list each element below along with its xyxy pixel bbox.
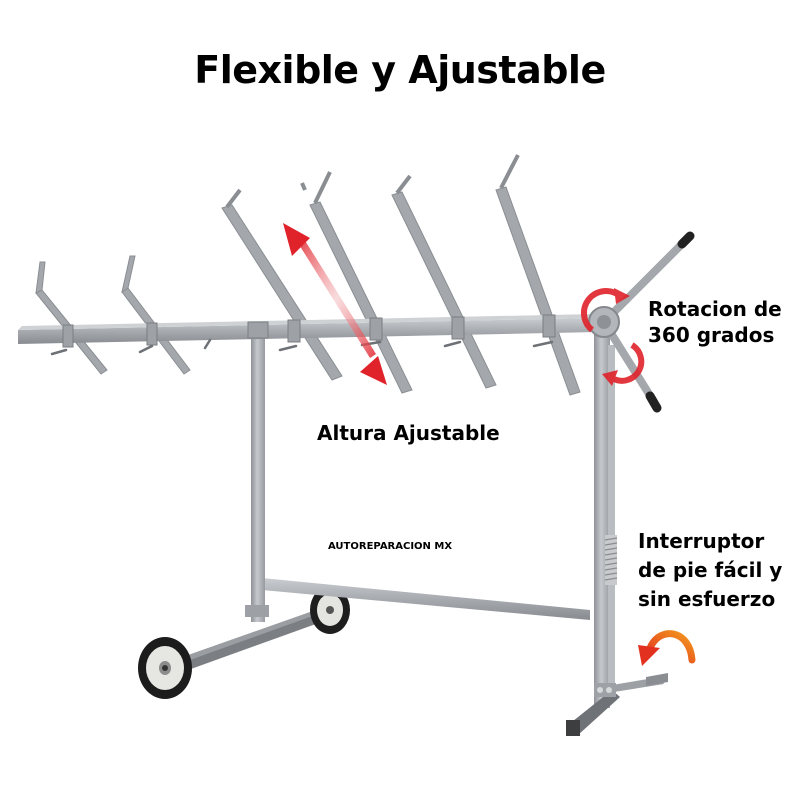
rotation-hub[interactable] xyxy=(588,231,695,413)
wing-nuts[interactable] xyxy=(50,338,554,356)
right-foot xyxy=(566,683,620,736)
right-post xyxy=(594,330,618,708)
rotation-line-2: 360 grados xyxy=(648,323,775,348)
lower-crossbar xyxy=(262,578,590,620)
height-feature-label: Altura Ajustable xyxy=(317,421,500,445)
rotation-arrows-icon xyxy=(580,287,645,386)
rotation-feature-label: Rotacion de 360 grados xyxy=(648,296,782,349)
pedal-feature-label: Interruptor de pie fácil y sin esfuerzo xyxy=(638,527,782,614)
brand-watermark: AUTOREPARACION MX xyxy=(328,541,453,552)
clamps[interactable] xyxy=(62,314,556,348)
wheel-base xyxy=(160,605,338,678)
left-post xyxy=(245,332,269,622)
foot-pedal[interactable] xyxy=(612,673,668,692)
wheel-front xyxy=(138,637,192,699)
rotation-line-1: Rotacion de xyxy=(648,297,782,321)
pedal-line-1: Interruptor xyxy=(638,529,765,553)
pedal-arrow-icon xyxy=(638,630,696,666)
page-title: Flexible y Ajustable xyxy=(194,48,606,92)
height-arrow-icon xyxy=(283,223,387,385)
support-arms xyxy=(35,154,581,396)
pedal-line-3: sin esfuerzo xyxy=(638,587,776,611)
wheel-rear xyxy=(310,586,350,634)
spring xyxy=(604,535,618,585)
pedal-line-2: de pie fácil y xyxy=(638,558,783,582)
